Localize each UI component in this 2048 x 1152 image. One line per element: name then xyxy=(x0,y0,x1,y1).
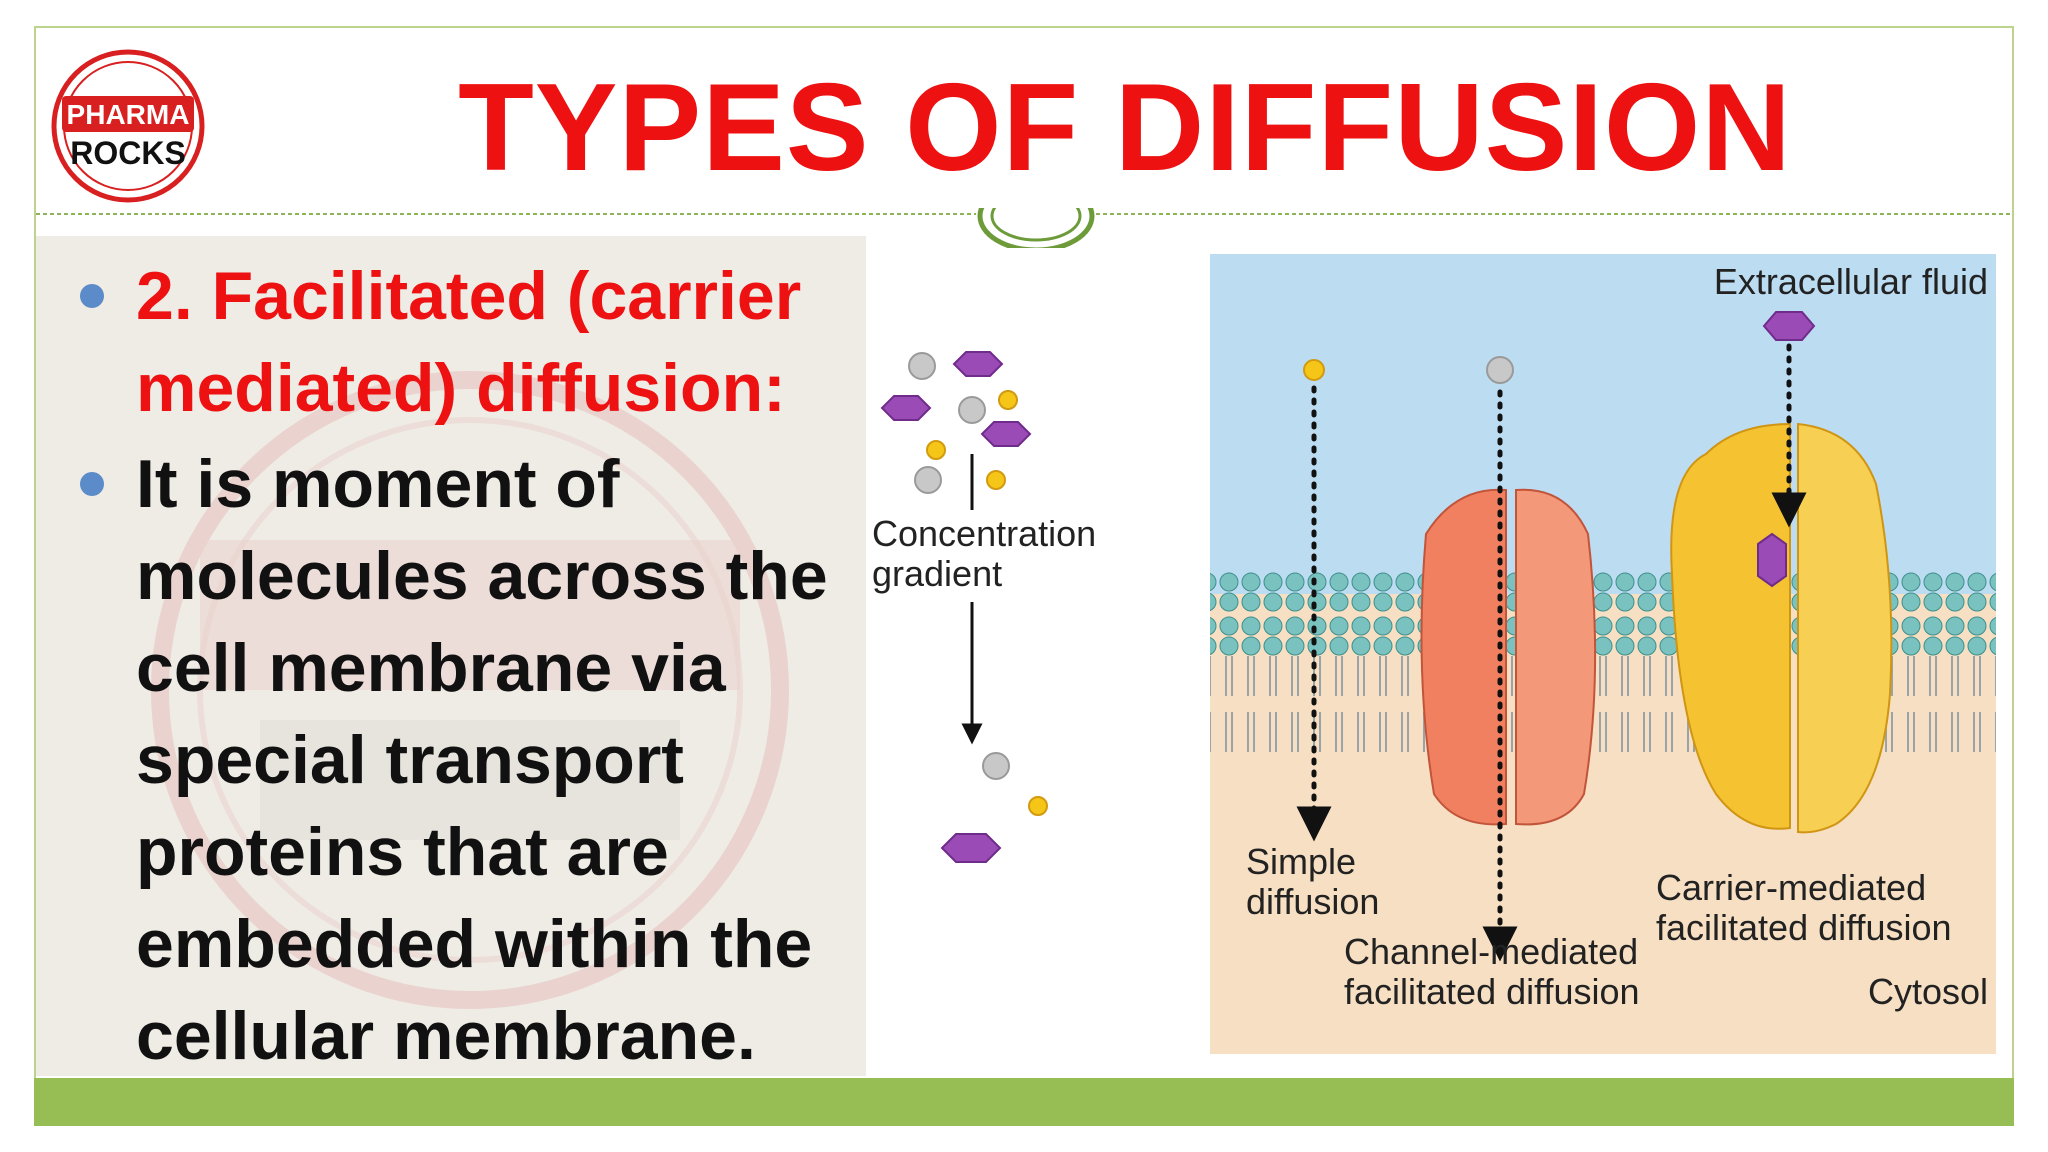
molecules-high-concentration xyxy=(880,351,1032,494)
bullet-heading-line: 2. Facilitated (carrier xyxy=(136,258,802,334)
carrier-label-line1: Carrier-mediated xyxy=(1656,867,1926,908)
channel-molecule xyxy=(1486,356,1514,384)
bullet-line: It is moment of xyxy=(136,446,620,522)
gradient-label-line1: Concentration xyxy=(872,513,1096,554)
bullet-heading: 2. Facilitated (carrier mediated) diffus… xyxy=(72,250,872,434)
bottom-bar xyxy=(34,1078,2014,1126)
bullet-dot xyxy=(80,472,104,496)
bullet-line: cellular membrane. xyxy=(136,998,756,1074)
pharma-rocks-logo: PHARMA ROCKS xyxy=(51,49,205,203)
extracellular-label: Extracellular fluid xyxy=(1714,261,1988,302)
bullet-line: molecules across the xyxy=(136,538,828,614)
bullet-line: special transport xyxy=(136,722,684,798)
logo-red-band xyxy=(62,96,194,132)
carrier-molecule xyxy=(1762,311,1816,341)
watermark-logo xyxy=(151,371,789,1009)
bullet-line: embedded within the xyxy=(136,906,813,982)
simple-label-line2: diffusion xyxy=(1246,881,1379,922)
diffusion-figure: Concentration gradient Extracellular flu… xyxy=(866,254,1996,1054)
simple-molecule xyxy=(1303,359,1325,381)
simple-label-line1: Simple xyxy=(1246,841,1356,882)
bound-molecule xyxy=(1757,532,1787,588)
slide-title: TYPES OF DIFFUSION xyxy=(458,59,1792,197)
cytosol-label: Cytosol xyxy=(1868,971,1988,1012)
channel-label-line2: facilitated diffusion xyxy=(1344,971,1640,1012)
title-divider xyxy=(36,208,2012,248)
bullet-description: It is moment of molecules across the cel… xyxy=(72,438,872,1082)
bullet-line: cell membrane via xyxy=(136,630,726,706)
divider-ornament xyxy=(977,208,1095,248)
bullet-list: 2. Facilitated (carrier mediated) diffus… xyxy=(72,250,872,1086)
gradient-area xyxy=(866,254,1210,1054)
logo-top-text: PHARMA xyxy=(67,99,190,130)
bullet-dot xyxy=(80,284,104,308)
gradient-label-line2: gradient xyxy=(872,553,1002,594)
molecules-low-concentration xyxy=(940,752,1048,863)
carrier-label-line2: facilitated diffusion xyxy=(1656,907,1952,948)
logo-bottom-text: ROCKS xyxy=(70,135,186,171)
carrier-protein xyxy=(1670,422,1893,834)
channel-label-line1: Channel-mediated xyxy=(1344,931,1638,972)
channel-protein xyxy=(1420,488,1597,826)
bullet-line: proteins that are xyxy=(136,814,669,890)
bullet-heading-line: mediated) diffusion: xyxy=(136,350,786,426)
